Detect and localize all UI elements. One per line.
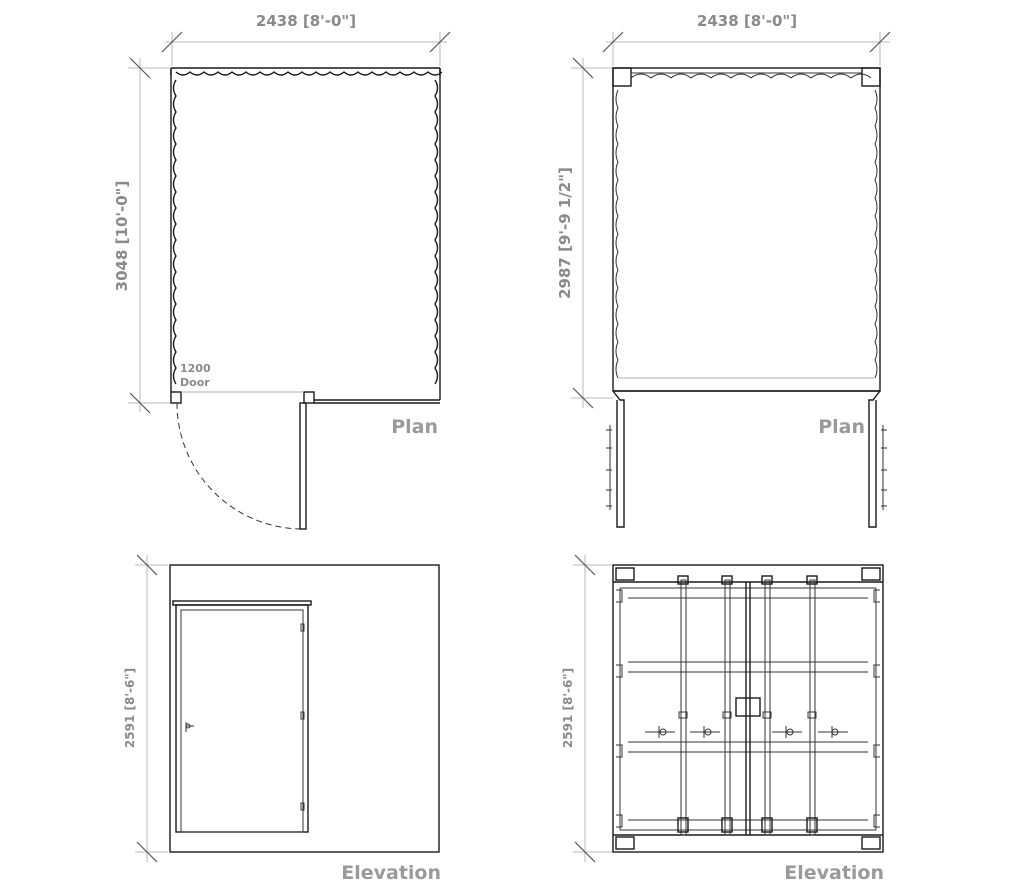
right-elevation-height-dimension: 2591 [8'-6"] (561, 554, 612, 863)
left-plan-door (176, 402, 307, 530)
right-plan-view-label: Plan (818, 416, 865, 438)
left-plan-bottom-wall (170, 391, 440, 404)
left-plan-door-width: 1200 (180, 362, 211, 375)
left-elevation-view-label: Elevation (341, 862, 441, 884)
left-plan-length-dimension: 3048 [10'-0"] (113, 57, 170, 414)
right-plan-length-dimension: 2987 [9'-9 1/2"] (556, 57, 613, 409)
right-elevation-handles (645, 697, 848, 738)
right-plan-length-label: 2987 [9'-9 1/2"] (556, 167, 574, 299)
left-plan-length-label: 3048 [10'-0"] (113, 181, 131, 292)
left-plan-width-dimension: 2438 [8'-0"] (161, 12, 451, 66)
left-elevation-height-dimension: 2591 [8'-6"] (123, 554, 168, 863)
right-plan-walls (612, 67, 881, 392)
right-elevation-height-label: 2591 [8'-6"] (561, 668, 575, 748)
right-plan-width-dimension: 2438 [8'-0"] (602, 12, 891, 66)
left-elevation-outline (169, 564, 440, 853)
left-plan-right-wall (434, 68, 441, 400)
right-elevation-frame (612, 564, 884, 853)
left-plan: 2438 [8'-0"] 3048 [10'-0"] 1200 (113, 12, 451, 530)
right-plan: 2438 [8'-0"] 2987 [9'-9 1/2"] (556, 12, 891, 528)
left-plan-top-wall (170, 67, 443, 76)
left-elevation: 2591 [8'-6"] Elevation (123, 554, 441, 884)
left-plan-left-wall (170, 68, 177, 392)
left-plan-width-label: 2438 [8'-0"] (256, 12, 356, 30)
right-plan-right-door-leaf (868, 390, 887, 528)
right-plan-left-door-leaf (606, 390, 625, 528)
left-elevation-height-label: 2591 [8'-6"] (123, 668, 137, 748)
right-elevation-lock-bars (677, 575, 818, 836)
left-plan-door-label: Door (180, 376, 210, 389)
right-elevation-view-label: Elevation (784, 862, 884, 884)
right-plan-width-label: 2438 [8'-0"] (697, 12, 797, 30)
left-elevation-door (172, 600, 312, 833)
right-elevation: 2591 [8'-6"] (561, 554, 884, 884)
left-plan-view-label: Plan (391, 416, 438, 438)
